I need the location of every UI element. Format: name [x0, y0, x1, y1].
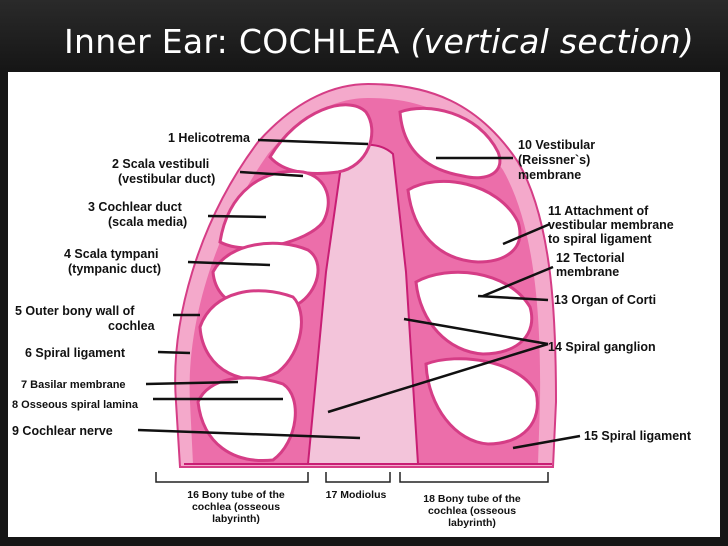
label-vestibular-membrane: 10 Vestibular(Reissner`s)membrane	[518, 138, 595, 182]
label-osseous-spiral-lamina: 8 Osseous spiral lamina	[12, 399, 139, 411]
chamber-r-top	[398, 106, 502, 180]
label-cochlear-duct: 3 Cochlear duct(scala media)	[88, 200, 187, 229]
chamber-l-lower	[198, 289, 303, 381]
label-scala-tympani: 4 Scala tympani(tympanic duct)	[64, 247, 161, 276]
base-brackets	[155, 472, 549, 483]
chamber-r-lower	[424, 357, 539, 446]
chamber-r-mid	[414, 270, 534, 356]
label-spiral-ligament-left: 6 Spiral ligament	[25, 346, 126, 360]
label-scala-vestibuli: 2 Scala vestibuli(vestibular duct)	[112, 157, 215, 186]
chamber-r-upper	[406, 179, 522, 264]
label-spiral-ligament-right: 15 Spiral ligament	[584, 429, 692, 443]
slide-title: Inner Ear: COCHLEA (vertical section)	[64, 22, 694, 61]
cochlea-diagram: 1 Helicotrema 2 Scala vestibuli(vestibul…	[12, 82, 692, 529]
label-basilar-membrane: 7 Basilar membrane	[21, 379, 126, 391]
label-organ-of-corti: 13 Organ of Corti	[554, 293, 656, 307]
title-main: Inner Ear: COCHLEA	[64, 22, 411, 61]
right-chambers	[398, 106, 539, 446]
label-spiral-ganglion: 14 Spiral ganglion	[548, 340, 656, 354]
label-helicotrema: 1 Helicotrema	[168, 131, 251, 145]
label-cochlear-nerve: 9 Cochlear nerve	[12, 424, 113, 438]
label-modiolus: 17 Modiolus	[326, 489, 387, 501]
diagram-panel: 1 Helicotrema 2 Scala vestibuli(vestibul…	[8, 72, 720, 537]
title-italic: (vertical section)	[410, 22, 694, 61]
leader-lines	[137, 138, 581, 450]
